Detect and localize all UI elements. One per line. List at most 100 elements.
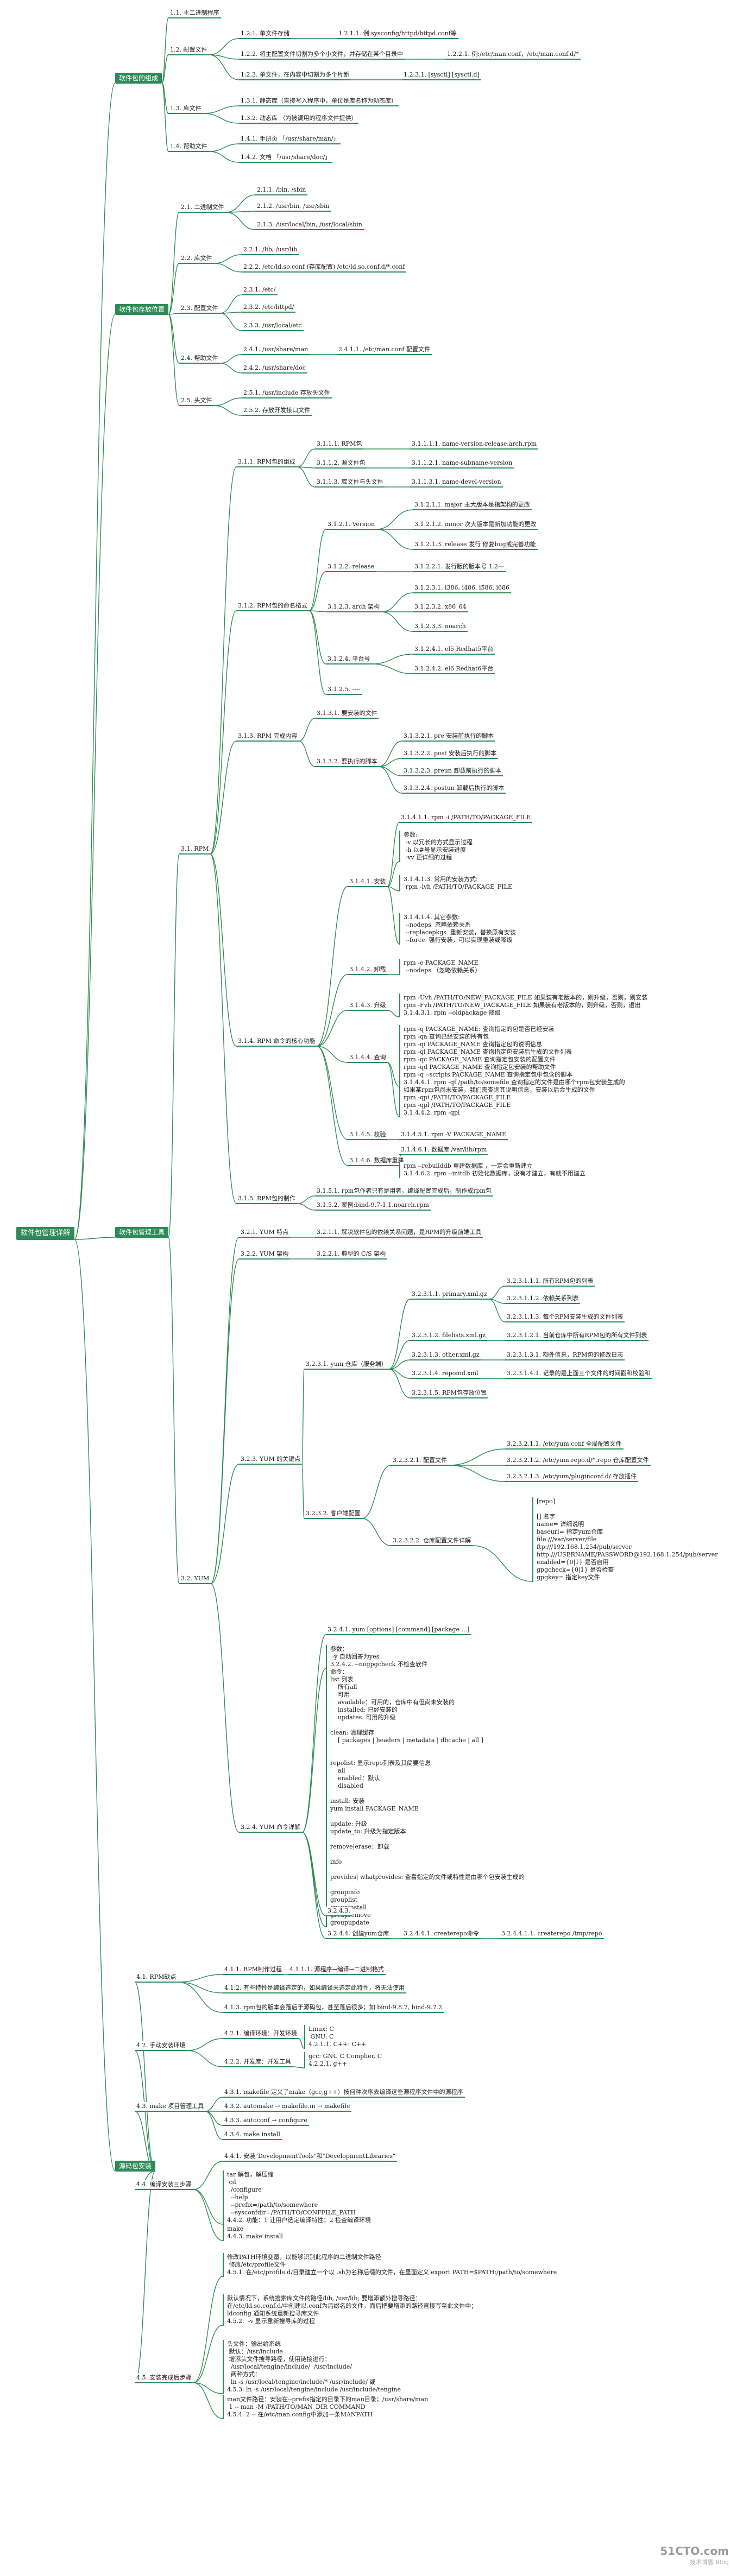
topic-c1[interactable]: 3.1. RPM	[179, 845, 211, 855]
topic-b1[interactable]: 2.1. 二进制文件	[179, 203, 226, 213]
topic-e211[interactable]: Linux: C GNU: C 4.2.1.1. C++: C++	[304, 2025, 368, 2049]
topic-c1221[interactable]: 3.1.2.2.1. 发行版的版本号 1.2---	[413, 562, 506, 572]
topic-d145[interactable]: 3.2.4.4. 创建yum仓库	[326, 1929, 391, 1939]
topic-a4[interactable]: 1.4. 帮助文件	[168, 142, 209, 152]
topic-e41[interactable]: 4.4.1. 安装"DevelopmentTools"和"Development…	[223, 2152, 398, 2162]
topic-c151[interactable]: 3.1.5.1. rpm包作者只有是用者，编译配置完成后，制作成rpm包	[315, 1187, 493, 1197]
topic-b31[interactable]: 2.3.1. /etc/	[242, 286, 278, 295]
topic-e111[interactable]: 4.1.1.1. 源程序→编译→二进制格式	[288, 1965, 386, 1975]
topic-c152[interactable]: 3.1.5.2. 案例:bind-9.7-1.1.noarch.rpm	[315, 1201, 431, 1211]
topic-c1213[interactable]: 3.1.2.1.3. release 发行 修复bug或完善功能	[413, 540, 538, 550]
topic-c1241[interactable]: 3.1.2.4.1. el5 Redhat5平台	[413, 645, 495, 655]
topic-d1315[interactable]: 3.2.3.1.5. RPM包存放位置	[410, 1389, 488, 1398]
topic-a22[interactable]: 1.2.2. 将主配置文件切割为多个小文件，并存储在某个目录中	[239, 50, 405, 60]
topic-c121[interactable]: 3.1.2.1. Version	[326, 520, 377, 530]
topic-d1314[interactable]: 3.2.3.1.4. repomd.xml	[410, 1369, 480, 1379]
topic-e11[interactable]: 4.1.1. RPM制作过程	[223, 1965, 284, 1975]
topic-d1322[interactable]: 3.2.3.2.2. 仓库配置文件详解	[391, 1536, 473, 1546]
topic-c1233[interactable]: 3.1.2.3.3. noarch	[413, 622, 468, 632]
topic-b41[interactable]: 2.4.1. /usr/share/man	[242, 345, 310, 355]
topic-c11[interactable]: 3.1.1. RPM包的组成	[236, 458, 297, 467]
topic-c1121[interactable]: 3.1.1.2.1. name-subname-version	[410, 459, 514, 469]
topic-c1413[interactable]: 3.1.4.1.3. 常用的安装方式: rpm -ivh /PATH/TO/PA…	[399, 875, 514, 891]
topic-c1211[interactable]: 3.1.2.1.1. major 主大版本是指架构的更改	[413, 501, 532, 510]
topic-e2[interactable]: 4.2. 手动安装环境	[135, 2041, 187, 2051]
topic-c113[interactable]: 3.1.1.3. 库文件与头文件	[315, 478, 385, 488]
topic-a3[interactable]: 1.3. 库文件	[168, 104, 203, 114]
topic-c1442[interactable]: 如果某rpm包尚未安装，我们需查询其说明信息，安装以后会生成的文件 rpm -q…	[399, 1086, 597, 1117]
topic-a2[interactable]: 1.2. 配置文件	[168, 46, 209, 55]
topic-e31[interactable]: 4.3.1. makefile 定义了make（gcc,g++）按何种次序去编译…	[223, 2088, 465, 2098]
topic-c144[interactable]: 3.1.4.4. 查询	[348, 1053, 388, 1063]
topic-c1212[interactable]: 3.1.2.1.2. minor 次大版本是新加功能的更改	[413, 520, 538, 530]
topic-b13[interactable]: 2.1.3. /usr/local/bin, /usr/local/sbin	[255, 220, 364, 230]
topic-d142[interactable]: 参数： -y 自动回答为yes 3.2.4.2. --nogpgcheck 不检…	[326, 1645, 429, 1669]
topic-d143[interactable]: 命令： list 列表 所有all 可用 available：可用的，仓库中有但…	[326, 1668, 526, 1927]
topic-c1242[interactable]: 3.1.2.4.2. el6 Redhat6平台	[413, 664, 495, 674]
topic-d121[interactable]: 3.2.2.1. 典型的 C/S 架构	[315, 1250, 388, 1259]
topic-a1[interactable]: 1.1. 主二进制程序	[168, 9, 221, 18]
topic-c1111[interactable]: 3.1.1.1.1. name-version-release.arch.rpm	[410, 440, 539, 450]
topic-c131[interactable]: 3.1.3.1. 要安装的文件	[315, 709, 379, 719]
topic-c143[interactable]: 3.1.4.3. 升级	[348, 1001, 388, 1011]
topic-b51[interactable]: 2.5.1. /usr/include 存放头文件	[242, 389, 332, 398]
topic-c1324[interactable]: 3.1.3.2.4. postun 卸载后执行的脚本	[402, 784, 506, 794]
topic-a41[interactable]: 1.4.1. 手册页 「/usr/share/man/」	[239, 135, 341, 144]
topic-e52[interactable]: 默认情况下，系统搜索库文件的路径/lib, /usr/lib; 要增添额外搜寻路…	[223, 2294, 479, 2326]
topic-e53[interactable]: 头文件：输出给系统 默认：/usr/include 增添头文件搜寻路径，使用链接…	[223, 2340, 402, 2394]
topic-b12[interactable]: 2.1.2. /usr/bin, /usr/sbin	[255, 202, 331, 212]
branch-package-locations[interactable]: 软件包存放位置	[115, 304, 169, 315]
topic-e42[interactable]: tar 解包，解压缩 cd ./configure --help --prefi…	[223, 2170, 373, 2225]
topic-e54[interactable]: man文件路径：安装在--prefix指定的目录下的man目录；/usr/sha…	[223, 2395, 430, 2419]
topic-c123[interactable]: 3.1.2.3. arch 架构	[326, 603, 382, 612]
topic-c1232[interactable]: 3.1.2.3.2. x86_64	[413, 603, 468, 612]
topic-c1421[interactable]: rpm -e PACKAGE_NAME --nodeps （忽略依赖关系）	[399, 959, 483, 975]
topic-e34[interactable]: 4.3.4. make install	[223, 2130, 282, 2140]
topic-c1451[interactable]: 3.1.4.5.1. rpm -V PACKAGE_NAME	[399, 1130, 508, 1140]
topic-c14[interactable]: 3.1.4. RPM 命令的核心功能	[236, 1037, 317, 1047]
topic-d11[interactable]: 3.2.1. YUM 特点	[239, 1228, 291, 1238]
topic-d1312[interactable]: 3.2.3.1.2. filelists.xml.gz	[410, 1331, 488, 1341]
topic-c1323[interactable]: 3.1.3.2.3. preun 卸载前执行的脚本	[402, 767, 503, 776]
topic-e221[interactable]: gcc: GNU C Complier, C 4.2.2.1. g++	[304, 2052, 384, 2068]
topic-c1131[interactable]: 3.1.1.3.1. name-devel-version	[410, 478, 503, 488]
topic-b2[interactable]: 2.2. 库文件	[179, 254, 214, 264]
root-topic[interactable]: 软件包管理详解	[16, 1227, 75, 1240]
topic-b52[interactable]: 2.5.2. 存放开发接口文件	[242, 406, 312, 416]
topic-a42[interactable]: 1.4.2. 文档 「/usr/share/doc/」	[239, 153, 333, 163]
topic-b5[interactable]: 2.5. 头文件	[179, 396, 214, 406]
topic-d13221[interactable]: [repo] [] 名字 name= 详细说明 baseurl= 指定yum仓库…	[532, 1497, 720, 1582]
topic-c1411[interactable]: 3.1.4.1.1. rpm -i /PATH/TO/PACKAGE_FILE	[399, 813, 533, 823]
topic-b33[interactable]: 2.3.3. /usr/local/etc	[242, 321, 304, 331]
topic-c145[interactable]: 3.1.4.5. 校验	[348, 1130, 388, 1140]
topic-a221[interactable]: 1.2.2.1. 例:/etc/man.conf，/etc/man.conf.d…	[445, 50, 581, 60]
topic-e3[interactable]: 4.3. make 项目管理工具	[135, 2102, 206, 2112]
topic-c1231[interactable]: 3.1.2.3.1. i386, i486, i586, i686	[413, 584, 512, 593]
topic-d13111[interactable]: 3.2.3.1.1.1. 所有RPM包的列表	[505, 1277, 595, 1287]
topic-e43[interactable]: make 4.4.3. make install	[223, 2225, 285, 2241]
topic-d13113[interactable]: 3.2.3.1.1.3. 每个RPM安装生成的文件列表	[505, 1313, 625, 1322]
topic-d13212[interactable]: 3.2.3.2.1.2. /etc/yum.repo.d/*.repo 仓库配置…	[505, 1456, 651, 1466]
topic-a21[interactable]: 1.2.1. 单文件存储	[239, 29, 291, 39]
topic-d111[interactable]: 3.2.1.1. 解决软件包的依赖关系问题，是RPM的升级前端工具	[315, 1228, 483, 1238]
topic-c112[interactable]: 3.1.1.2. 源文件包	[315, 459, 367, 469]
topic-a32[interactable]: 1.3.2. 动态库 （为被调用的程序文件提供）	[239, 114, 359, 124]
topic-b4[interactable]: 2.4. 帮助文件	[179, 354, 220, 364]
topic-c141[interactable]: 3.1.4.1. 安装	[348, 877, 388, 887]
topic-e33[interactable]: 4.3.3. autoconf → configure	[223, 2116, 309, 2126]
topic-a231[interactable]: 1.2.3.1. [sysctl] [sysctl.d]	[402, 71, 481, 80]
topic-e32[interactable]: 4.3.2. automake → makefile.in → makefile	[223, 2102, 352, 2112]
branch-package-composition[interactable]: 软件包的组成	[115, 73, 162, 84]
branch-source-install[interactable]: 源码包安装	[115, 2161, 156, 2172]
topic-d141[interactable]: 3.2.4.1. yum [options] [command] [packag…	[326, 1625, 471, 1635]
topic-d13213[interactable]: 3.2.3.2.1.3. /etc/yum/pluginconf.d/ 存放插件	[505, 1472, 638, 1482]
topic-c12[interactable]: 3.1.2. RPM包的命名格式	[236, 602, 309, 611]
topic-c146[interactable]: 3.1.4.6. 数据库重建	[348, 1156, 406, 1166]
topic-c1462[interactable]: rpm --rebuilddb 重建数据库 ，一定会重新建立 3.1.4.6.2…	[399, 1162, 587, 1178]
topic-d131[interactable]: 3.2.3.1. yum 仓库（服务端）	[304, 1360, 389, 1370]
topic-d13141[interactable]: 3.2.3.1.4.1. 记录的是上面三个文件的时间戳和校验和	[505, 1369, 652, 1379]
topic-d13131[interactable]: 3.2.3.1.3.1. 额外信息，RPM包的修改日志	[505, 1351, 625, 1360]
topic-b21[interactable]: 2.2.1. /lib, /usr/lib	[242, 245, 299, 255]
topic-d13[interactable]: 3.2.3. YUM 的关键点	[239, 1455, 303, 1465]
topic-c142[interactable]: 3.1.4.2. 卸载	[348, 965, 388, 975]
